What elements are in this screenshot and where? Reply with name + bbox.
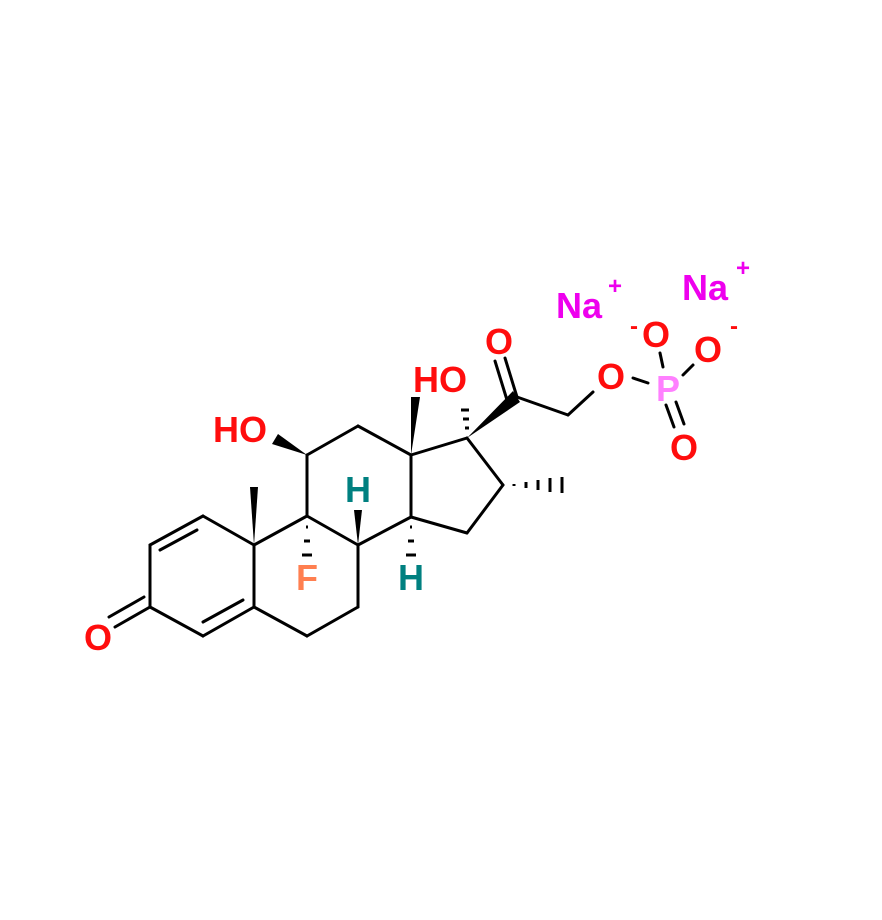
bond <box>148 514 205 547</box>
bond <box>664 403 676 429</box>
atom-na2: Na <box>682 267 729 308</box>
atom-o-top: O <box>642 314 670 355</box>
bond <box>658 351 665 369</box>
atom-ho17: HO <box>413 359 467 400</box>
atom-p: P <box>656 368 680 409</box>
bond <box>515 395 570 417</box>
atom-h8: H <box>345 469 371 510</box>
bond <box>252 514 309 547</box>
atom-labels: O HO F H H HO O O P O - O - O Na + Na + <box>84 255 750 658</box>
charge-o-right: - <box>730 313 738 340</box>
double-bond-inner <box>201 598 245 624</box>
bond <box>631 376 650 385</box>
bond <box>503 356 519 399</box>
wedge-bond <box>250 487 258 545</box>
double-bond <box>493 359 509 402</box>
bonds <box>107 351 695 638</box>
atom-o20: O <box>485 321 513 362</box>
bond <box>305 605 360 638</box>
bond <box>305 424 360 457</box>
bond <box>409 515 469 535</box>
charge-o-top: - <box>630 313 638 340</box>
stereo-bonds <box>250 391 564 557</box>
atom-h14: H <box>398 557 424 598</box>
atom-ho11: HO <box>213 409 267 450</box>
wedge-bond <box>467 391 520 438</box>
bond <box>252 605 309 638</box>
atom-o3: O <box>84 617 112 658</box>
wedge-bond <box>354 510 362 545</box>
bond <box>465 436 505 487</box>
bond <box>305 514 360 547</box>
bond <box>681 363 695 377</box>
double-bond <box>674 400 686 426</box>
atom-f9: F <box>296 557 318 598</box>
bond <box>148 605 205 638</box>
atom-o-double: O <box>670 427 698 468</box>
charge-na1: + <box>608 273 622 300</box>
atom-o-right: O <box>694 329 722 370</box>
bond <box>566 390 595 417</box>
bond <box>356 424 413 457</box>
atom-na1: Na <box>556 285 603 326</box>
bond <box>409 436 469 457</box>
bond <box>201 605 256 638</box>
wedge-bond <box>272 434 307 455</box>
bond <box>201 514 256 547</box>
double-bond-inner <box>158 528 199 552</box>
bond <box>113 605 152 629</box>
atom-o21: O <box>597 356 625 397</box>
bond <box>356 515 413 547</box>
hash-bond <box>302 408 564 557</box>
double-bond <box>107 595 146 619</box>
bond <box>465 483 505 535</box>
wedge-bond <box>411 397 420 455</box>
charge-na2: + <box>736 255 750 282</box>
